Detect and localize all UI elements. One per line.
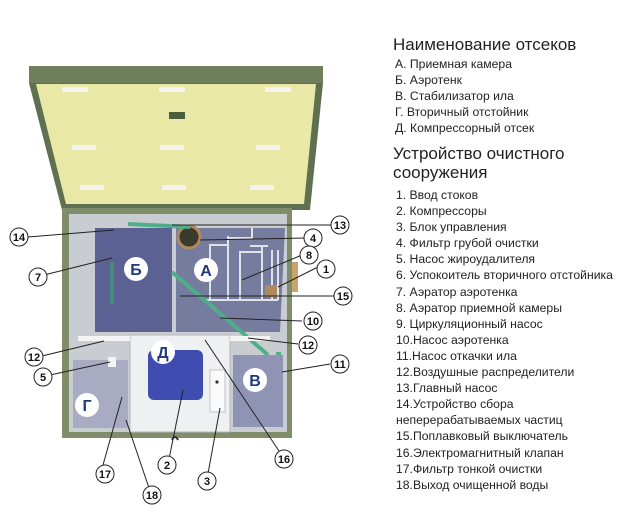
lid-handle-slot (169, 112, 185, 119)
callout-8: 8 (299, 245, 319, 265)
svg-text:15: 15 (337, 291, 349, 303)
callout-2: 2 (157, 455, 177, 475)
callout-5: 5 (33, 367, 53, 387)
device-item: 4. Фильтр грубой очистки (396, 236, 539, 251)
svg-text:7: 7 (35, 272, 41, 284)
device-item: 7. Аэратор аэротенка (396, 284, 518, 299)
lid-top-edge (29, 66, 323, 83)
devices-legend: Устройство очистного сооружения 1. Ввод … (393, 144, 613, 493)
device-item: 18.Выход очищенной воды (396, 477, 549, 492)
section-badge-a: А (194, 258, 218, 282)
callout-1: 1 (316, 259, 336, 279)
section-badge-d: Д (151, 340, 175, 364)
svg-text:4: 4 (310, 233, 317, 245)
svg-text:12: 12 (302, 340, 314, 352)
section-item: В. Стабилизатор ила (395, 89, 514, 104)
inlet-pipe-stub (292, 262, 298, 292)
devices-legend-items: 1. Ввод стоков 2. Компрессоры 3. Блок уп… (396, 187, 613, 493)
svg-text:13: 13 (334, 220, 346, 232)
svg-text:16: 16 (278, 454, 290, 466)
section-badge-g: Г (75, 393, 99, 417)
svg-text:10: 10 (307, 316, 319, 328)
callout-18: 18 (142, 485, 162, 505)
svg-text:17: 17 (99, 469, 111, 481)
devices-legend-title-line2: сооружения (393, 163, 488, 182)
chamber-a-equipment (203, 228, 279, 301)
svg-text:11: 11 (334, 359, 346, 371)
aerator-b (110, 262, 114, 304)
section-item: А. Приемная камера (395, 57, 512, 71)
leader-lines (27, 224, 340, 492)
device-item: 10.Насос аэротенка (396, 332, 509, 347)
svg-text:В: В (249, 373, 261, 390)
device-item: 3. Блок управления (396, 220, 507, 235)
chamber-a (176, 228, 285, 332)
callout-16: 16 (274, 449, 294, 469)
sections-legend-title: Наименование отсеков (393, 35, 577, 54)
grease-pump (108, 357, 116, 367)
device-item: 2. Компрессоры (396, 204, 487, 219)
lid-vents (62, 87, 291, 190)
section-item: Б. Аэротенк (395, 73, 462, 88)
device-item: 6. Успокоитель вторичного отстойника (396, 268, 613, 283)
septic-station-diagram: Б А Д В Г 14 7 13 4 8 1 15 10 12 11 (9, 66, 353, 505)
svg-text:5: 5 (40, 372, 46, 384)
svg-text:12: 12 (28, 352, 40, 364)
callout-15: 15 (333, 286, 353, 306)
callout-7: 7 (28, 267, 48, 287)
control-unit (209, 369, 226, 413)
device-item: 14.Устройство сбора (396, 397, 514, 412)
section-badge-b: Б (124, 257, 148, 281)
svg-text:А: А (200, 263, 212, 280)
callout-3: 3 (197, 471, 217, 491)
callout-12-left: 12 (24, 347, 44, 367)
device-item: 8. Аэратор приемной камеры (396, 300, 562, 315)
sections-legend: Наименование отсеков А. Приемная камера … (393, 35, 576, 136)
open-lid (29, 66, 323, 210)
callout-12-right: 12 (298, 335, 318, 355)
device-item: 17.Фильтр тонкой очистки (396, 461, 543, 476)
sections-legend-items: А. Приемная камера Б. Аэротенк В. Стабил… (395, 56, 576, 136)
svg-text:Г: Г (82, 398, 91, 415)
coarse-filter (176, 224, 202, 250)
callout-11: 11 (330, 354, 350, 374)
device-item: 13.Главный насос (396, 381, 498, 396)
device-item: неперерабатываемых частиц (396, 413, 563, 428)
callout-13: 13 (330, 215, 350, 235)
section-item: Г. Вторичный отстойник (395, 105, 529, 120)
device-item: 16.Электромагнитный клапан (396, 445, 564, 460)
section-badges: Б А Д В Г (75, 257, 267, 417)
svg-text:Б: Б (130, 262, 142, 279)
device-item: 5. Насос жироудалителя (396, 252, 536, 267)
aerotank-pump-pipe (170, 270, 270, 357)
air-distributor-left (78, 336, 130, 341)
device-item: 1. Ввод стоков (396, 188, 479, 202)
callout-4: 4 (303, 228, 323, 248)
callout-17: 17 (95, 464, 115, 484)
callout-10: 10 (303, 311, 323, 331)
section-item: Д. Компрессорный отсек (395, 121, 535, 136)
svg-text:Д: Д (157, 345, 169, 362)
svg-text:8: 8 (306, 250, 312, 262)
svg-text:2: 2 (164, 460, 170, 472)
devices-legend-title-line1: Устройство очистного (393, 144, 565, 163)
svg-text:1: 1 (323, 264, 329, 276)
device-item: 15.Поплавковый выключатель (396, 429, 568, 444)
control-unit-dot (215, 380, 219, 384)
chamber-g (73, 360, 128, 428)
section-badge-v: В (243, 368, 267, 392)
svg-text:3: 3 (204, 476, 210, 488)
callout-14: 14 (9, 227, 29, 247)
device-item: 12.Воздушные распределители (396, 365, 575, 380)
bottom-latch (171, 436, 179, 441)
svg-text:14: 14 (13, 232, 26, 244)
device-item: 9. Циркуляционный насос (396, 316, 543, 331)
inlet-box (265, 285, 277, 297)
svg-text:18: 18 (146, 490, 158, 502)
device-item: 11.Насос откачки ила (396, 348, 517, 363)
callouts: 14 7 13 4 8 1 15 10 12 11 12 5 17 18 2 3… (9, 215, 353, 505)
main-pump-pipe (127, 222, 191, 229)
lid-inner-panel (36, 84, 316, 204)
